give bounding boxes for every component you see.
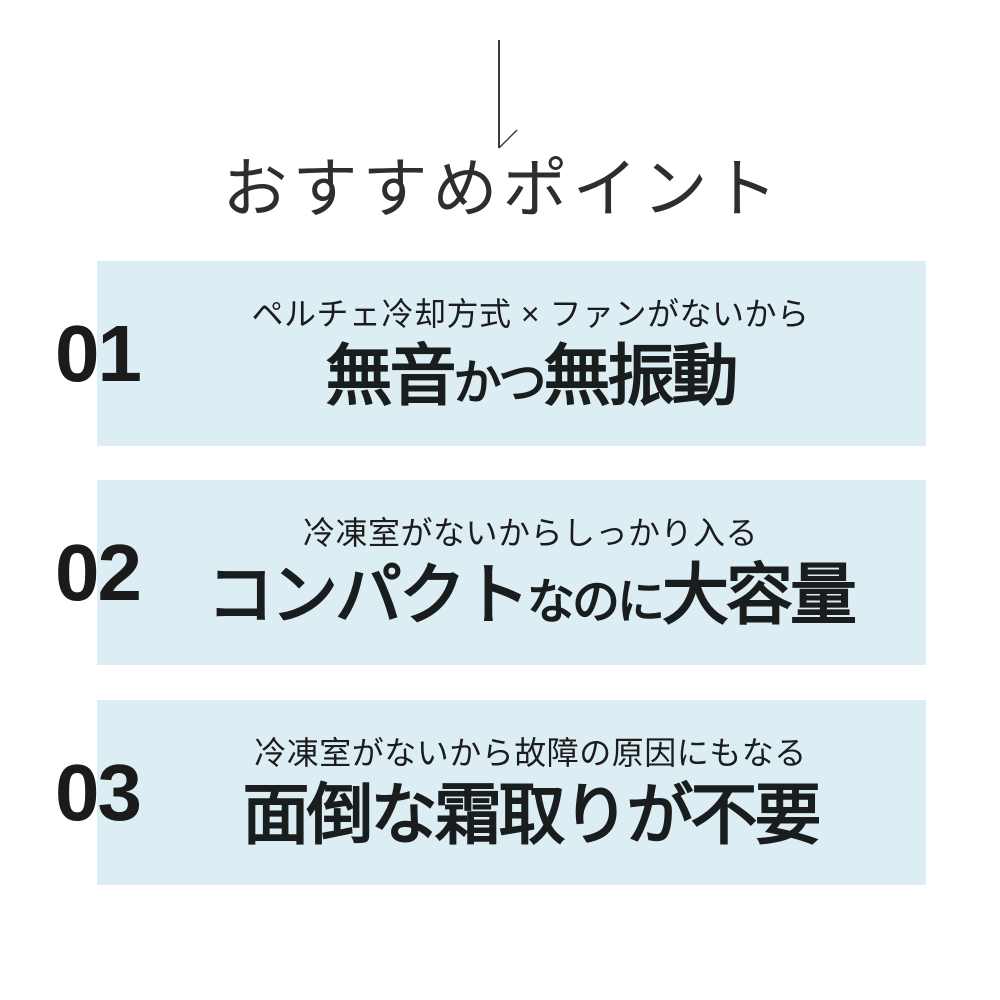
point-headline: 面倒な霜取りが不要 — [243, 782, 822, 849]
headline-part: 無音 — [325, 338, 456, 414]
headline-part: コンパクト — [206, 557, 530, 633]
point-number: 01 — [55, 308, 142, 398]
point-content: ペルチェ冷却方式 × ファンがないから 無音かつ無振動 — [97, 261, 926, 446]
headline-part: かつ — [453, 356, 546, 410]
headline-part: 無振動 — [543, 338, 739, 414]
point-card-01: 01 ペルチェ冷却方式 × ファンがないから 無音かつ無振動 — [55, 261, 926, 446]
point-card-02: 02 冷凍室がないからしっかり入る コンパクトなのに大容量 — [55, 480, 926, 665]
headline-part: なのに — [526, 575, 665, 629]
point-card-03: 03 冷凍室がないから故障の原因にもなる 面倒な霜取りが不要 — [55, 700, 926, 885]
point-headline: コンパクトなのに大容量 — [207, 562, 857, 629]
point-subtitle: 冷凍室がないから故障の原因にもなる — [254, 734, 807, 771]
headline-part: 面倒な霜取りが不要 — [242, 777, 822, 853]
point-subtitle: 冷凍室がないからしっかり入る — [302, 514, 758, 551]
headline-part: 大容量 — [662, 557, 857, 633]
page-title: おすすめポイント — [222, 152, 783, 225]
point-number: 03 — [55, 747, 142, 837]
point-content: 冷凍室がないからしっかり入る コンパクトなのに大容量 — [97, 480, 926, 665]
point-headline: 無音かつ無振動 — [325, 343, 738, 410]
point-number: 02 — [55, 527, 142, 617]
point-subtitle: ペルチェ冷却方式 × ファンがないから — [251, 295, 810, 332]
point-content: 冷凍室がないから故障の原因にもなる 面倒な霜取りが不要 — [97, 700, 926, 885]
down-arrow-icon — [498, 40, 518, 149]
